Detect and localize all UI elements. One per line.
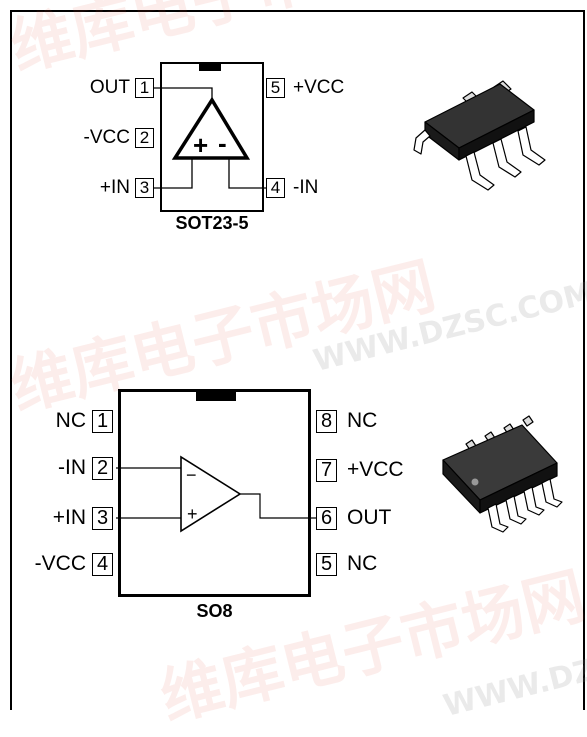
so8-minus-sign: − [186,465,197,485]
so8-pin-5: 5 [316,553,337,576]
sot23-minus-sign: - [218,128,227,158]
sot23-pin-4: 4 [266,178,285,198]
sot23-pin-5-label: +VCC [293,77,345,98]
so8-pin-2-label: -IN [58,456,86,479]
so8-package-name: SO8 [196,601,233,621]
sot23-plus-sign: + [193,130,209,160]
diagram-frame [10,10,585,710]
sot23-pin-3: 3 [135,178,154,198]
so8-pin-3-label: +IN [52,506,86,529]
sot23-pin-1-label: OUT [89,77,130,98]
sot23-pin-1: 1 [135,78,154,98]
so8-pin-7: 7 [316,459,337,482]
sot23-notch [199,62,221,71]
sot23-pin-2: 2 [135,128,154,148]
so8-pin-6-label: OUT [347,506,392,529]
so8-pin-4-label: -VCC [34,552,86,575]
so8-pin-5-label: NC [347,552,378,575]
so8-notch [196,389,236,401]
sot23-pin-3-label: +IN [99,177,130,198]
so8-pin-4: 4 [92,553,113,576]
so8-pin-8-label: NC [347,409,378,432]
so8-opamp-symbol [116,455,316,533]
sot23-package-illustration [413,80,546,191]
so8-pin-8: 8 [316,410,337,433]
sot23-pin-5: 5 [266,78,285,98]
sot23-opamp-symbol [154,87,268,189]
sot23-pin-4-label: -IN [293,177,319,198]
so8-pin-2: 2 [92,457,113,480]
sot23-package-name: SOT23-5 [175,213,249,233]
so8-plus-sign: + [187,504,198,524]
so8-pin-6: 6 [316,507,337,530]
so8-package-illustration [442,415,563,533]
so8-pin-3: 3 [92,507,113,530]
sot23-pin-2-label: -VCC [83,127,130,148]
so8-pin-1: 1 [92,410,113,433]
so8-pin-7-label: +VCC [347,458,404,481]
so8-pin-1-label: NC [55,409,86,432]
